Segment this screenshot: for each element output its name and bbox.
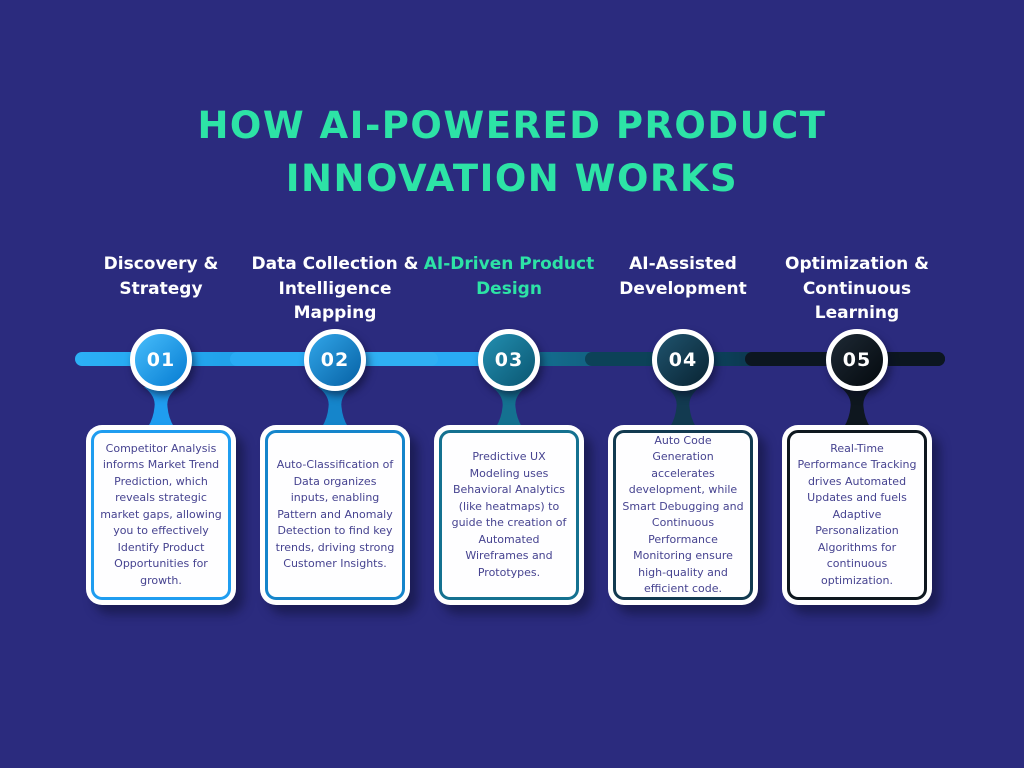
step-card: Competitor Analysis informs Market Trend…: [86, 425, 236, 605]
step-column-5: Optimization & Continuous Learning 05 Re…: [770, 250, 944, 620]
step-card-inner: Real-Time Performance Tracking drives Au…: [787, 430, 927, 600]
timeline-segment: [360, 352, 438, 366]
step-card-inner: Auto Code Generation accelerates develop…: [613, 430, 753, 600]
step-card-inner: Auto-Classification of Data organizes in…: [265, 430, 405, 600]
step-description: Auto-Classification of Data organizes in…: [275, 458, 395, 571]
step-number-badge: 05: [826, 329, 888, 391]
connector-pin-icon: [318, 387, 352, 427]
step-label: AI-Driven Product Design: [423, 254, 595, 299]
step-number: 03: [494, 349, 524, 371]
step-column-3: AI-Driven Product Design 03 Predictive U…: [422, 250, 596, 620]
step-label: AI-Assisted Development: [619, 254, 747, 299]
step-label: Discovery & Strategy: [103, 254, 219, 299]
step-card-inner: Competitor Analysis informs Market Trend…: [91, 430, 231, 600]
step-description: Predictive UX Modeling uses Behavioral A…: [451, 450, 567, 579]
connector-pin-icon: [144, 387, 178, 427]
step-card: Auto-Classification of Data organizes in…: [260, 425, 410, 605]
step-column-4: AI-Assisted Development 04 Auto Code Gen…: [596, 250, 770, 620]
step-number-badge: 03: [478, 329, 540, 391]
step-description: Auto Code Generation accelerates develop…: [622, 433, 744, 596]
step-number: 01: [146, 349, 176, 371]
page-title: HOW AI-POWERED PRODUCT INNOVATION WORKS: [0, 100, 1024, 205]
step-number: 02: [320, 349, 350, 371]
page-title-line2: INNOVATION WORKS: [285, 156, 739, 200]
step-label: Data Collection & Intelligence Mapping: [251, 254, 419, 324]
step-card: Predictive UX Modeling uses Behavioral A…: [434, 425, 584, 605]
step-column-2: Data Collection & Intelligence Mapping 0…: [248, 250, 422, 620]
step-card: Real-Time Performance Tracking drives Au…: [782, 425, 932, 605]
step-number: 04: [668, 349, 698, 371]
step-number-badge: 02: [304, 329, 366, 391]
step-description: Competitor Analysis informs Market Trend…: [100, 441, 222, 587]
connector-pin-icon: [840, 387, 874, 427]
step-number-badge: 01: [130, 329, 192, 391]
step-number: 05: [842, 349, 872, 371]
page-title-line1: HOW AI-POWERED PRODUCT: [197, 104, 827, 147]
step-card: Auto Code Generation accelerates develop…: [608, 425, 758, 605]
connector-pin-icon: [492, 387, 526, 427]
step-label: Optimization & Continuous Learning: [785, 254, 929, 324]
step-card-inner: Predictive UX Modeling uses Behavioral A…: [439, 430, 579, 600]
step-number-badge: 04: [652, 329, 714, 391]
connector-pin-icon: [666, 387, 700, 427]
step-column-1: Discovery & Strategy 01 Competitor Analy…: [74, 250, 248, 620]
step-description: Real-Time Performance Tracking drives Au…: [797, 441, 917, 587]
